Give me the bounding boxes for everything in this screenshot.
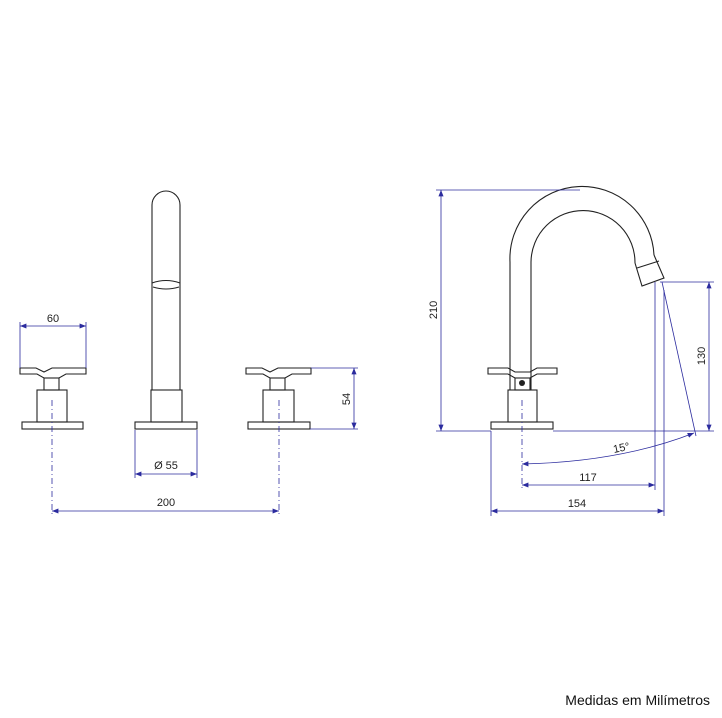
spout-base	[134, 421, 198, 430]
side-cross-handle	[487, 367, 558, 379]
spout-height-label: 130	[696, 347, 708, 365]
side-body	[507, 389, 538, 423]
spout-angle-line	[661, 281, 697, 437]
spout-height-dimension: 130	[553, 281, 714, 432]
handle-height-label: 54	[341, 393, 353, 405]
spout-reach-dimension: 117	[522, 472, 655, 488]
total-height-label: 210	[428, 301, 440, 319]
front-view: 60 Ø 55 54 200	[19, 190, 358, 515]
spout-aerator-line2	[152, 286, 180, 290]
left-cross-handle	[19, 367, 87, 379]
left-handle	[19, 367, 87, 430]
base-diameter-label: Ø 55	[154, 460, 178, 472]
side-handle-dot	[519, 380, 525, 386]
spout-tube	[151, 190, 181, 390]
handle-width-label: 60	[47, 313, 59, 325]
handle-width-dimension: 60	[19, 313, 87, 368]
right-handle	[245, 367, 312, 430]
total-depth-dimension: 154	[490, 290, 665, 516]
spout-outer-curve	[509, 185, 655, 390]
right-cross-handle	[245, 367, 312, 379]
base-diameter-dimension: Ø 55	[134, 430, 198, 478]
spout-inner-curve	[530, 209, 636, 390]
spout-reach-label: 117	[579, 472, 597, 484]
side-view: 210 130 15° 117 154	[428, 185, 714, 516]
total-depth-label: 154	[568, 498, 586, 510]
right-handle-body	[262, 389, 295, 423]
spout-tip	[634, 254, 665, 287]
gooseneck-spout	[509, 185, 665, 390]
total-height-dimension: 210	[428, 189, 580, 432]
spout-front	[134, 190, 198, 430]
right-handle-neck	[269, 377, 286, 391]
spout-aerator-line	[151, 279, 181, 284]
spout-angle-dimension: 15°	[521, 432, 695, 467]
spout-tip-line	[636, 260, 660, 269]
center-distance-dimension: 200	[52, 497, 279, 514]
spout-body	[150, 389, 183, 423]
units-note: Medidas em Milímetros	[565, 692, 710, 708]
left-handle-base	[21, 421, 84, 430]
handle-height-dimension: 54	[310, 367, 358, 430]
left-handle-neck	[43, 377, 60, 391]
center-distance-label: 200	[157, 497, 175, 509]
spout-angle-label: 15°	[612, 441, 631, 456]
